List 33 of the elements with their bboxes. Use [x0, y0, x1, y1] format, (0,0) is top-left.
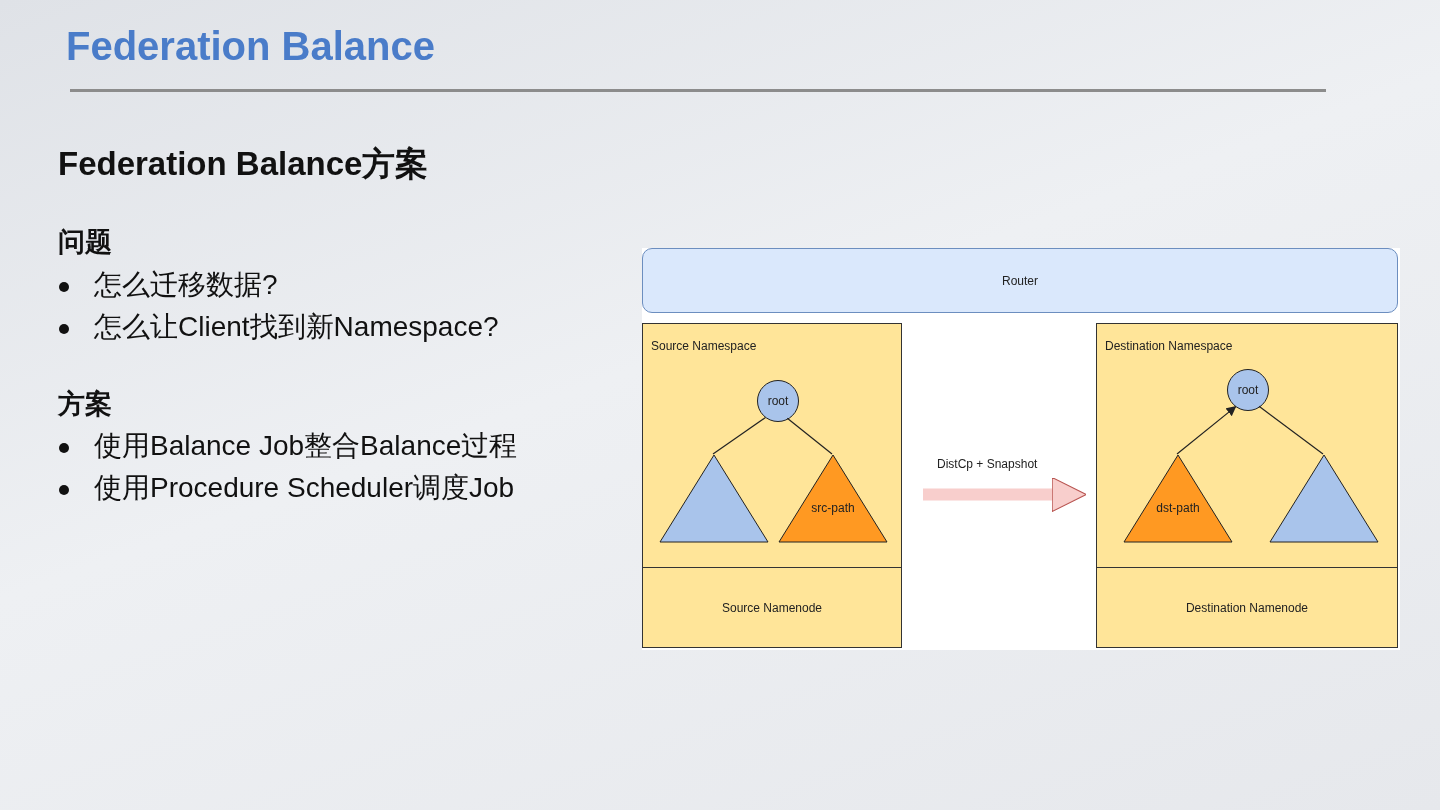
arrow: [1176, 406, 1237, 455]
node-label: Source Namenode: [720, 600, 824, 615]
node-label: Source Namespace: [651, 339, 757, 353]
node-label: Destination Namenode: [1184, 600, 1310, 615]
node-label: root: [766, 394, 790, 408]
bullet-text: 怎么迁移数据?: [94, 268, 278, 302]
bullet-text: 使用Balance Job整合Balance过程: [94, 429, 518, 463]
node-label: Router: [1001, 273, 1039, 288]
slide-title: Federation Balance: [66, 24, 435, 69]
node-label: dst-path: [1155, 501, 1201, 515]
tree-triangle: [1124, 455, 1232, 542]
namenode-box: [642, 567, 902, 648]
node-label: root: [1236, 383, 1260, 397]
tree-line: [786, 417, 833, 455]
tree-triangle: [1270, 455, 1378, 542]
node-label: src-path: [810, 501, 856, 515]
section-heading: Federation Balance方案: [58, 144, 429, 184]
tree-line: [712, 416, 767, 455]
subsection-heading: 问题: [58, 226, 112, 259]
root-circle: [1227, 369, 1269, 411]
namespace-box: [642, 323, 902, 568]
tree-line: [1258, 405, 1324, 455]
block-arrow: [923, 477, 1087, 512]
router-box: [642, 248, 1398, 313]
node-label: Destination Namespace: [1105, 339, 1233, 353]
namespace-box: [1096, 323, 1398, 568]
tree-triangle: [779, 455, 887, 542]
root-circle: [757, 380, 799, 422]
subsection-heading: 方案: [58, 388, 112, 421]
tree-triangle: [660, 455, 768, 542]
namenode-box: [1096, 567, 1398, 648]
bullet-text: 使用Procedure Scheduler调度Job: [94, 471, 515, 505]
bullet-text: 怎么让Client找到新Namespace?: [94, 310, 499, 344]
